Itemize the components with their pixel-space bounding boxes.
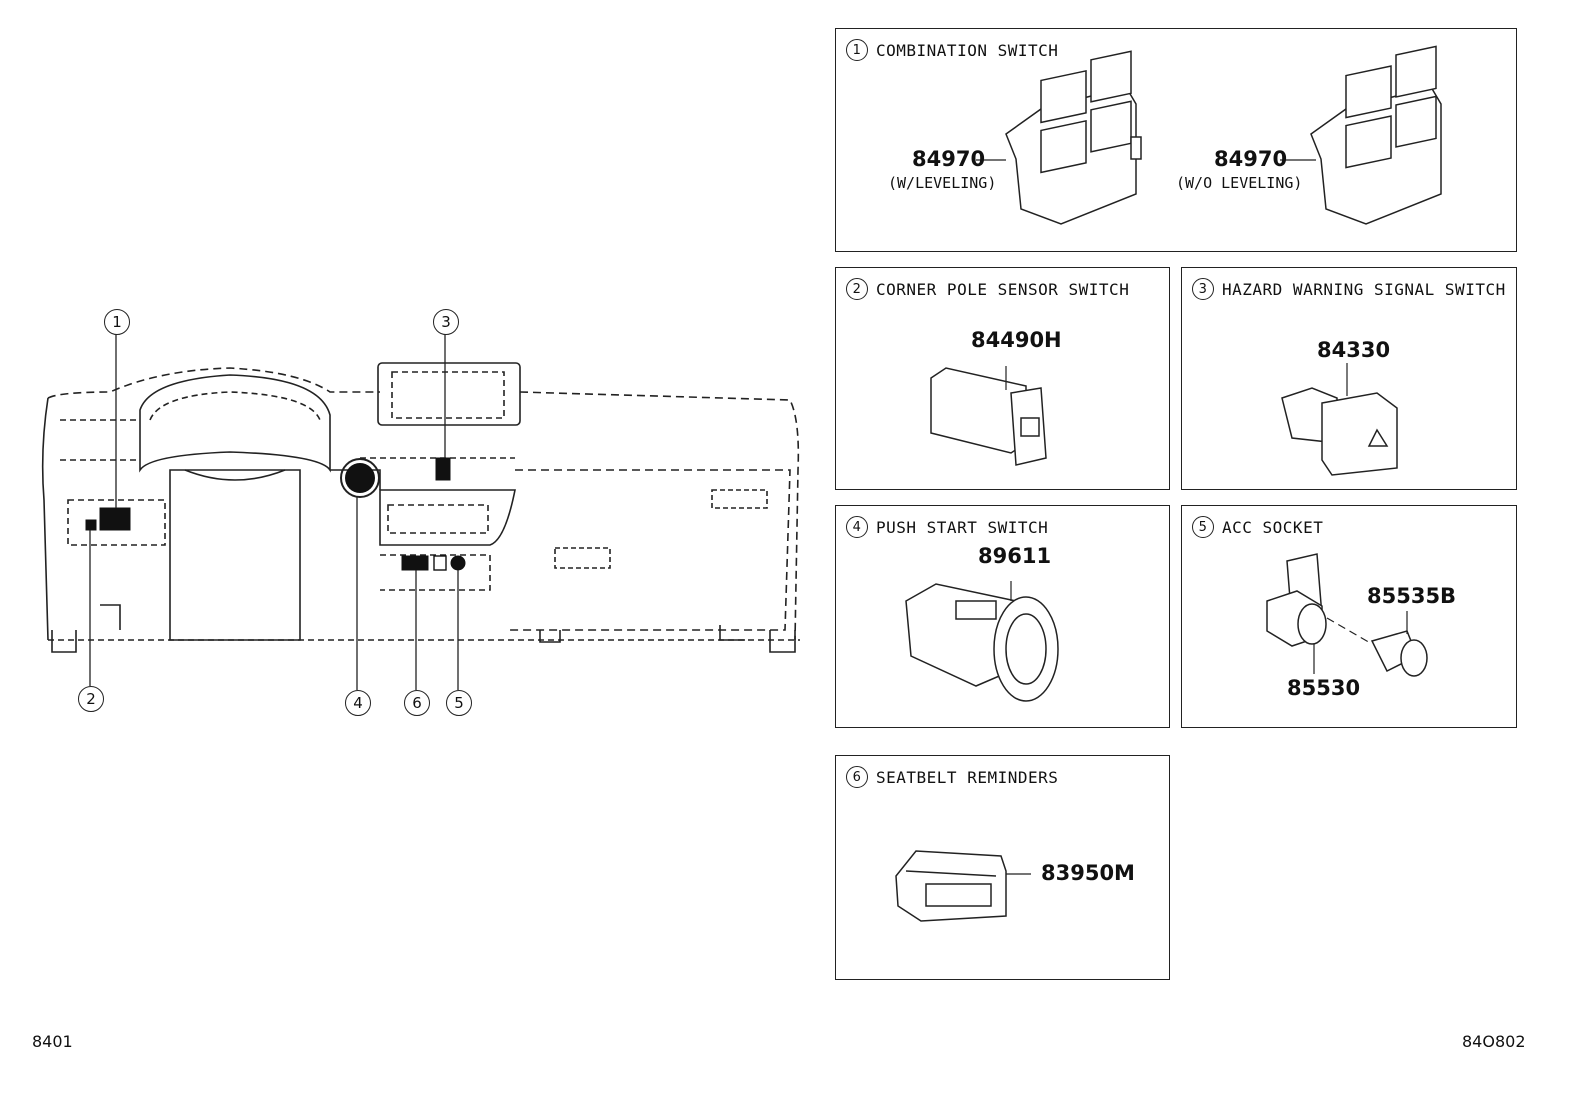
panel-push-start-switch: 4 PUSH START SWITCH 89611 [835,505,1170,728]
push-start-switch-illustration [905,581,1059,702]
panel-title: 2 CORNER POLE SENSOR SWITCH [846,278,1129,300]
panel-title: 5 ACC SOCKET [1192,516,1323,538]
panel-number: 2 [846,278,868,300]
panel-acc-socket: 5 ACC SOCKET 85535B 85530 [1181,505,1517,728]
panel-combination-switch: 1 COMBINATION SWITCH [835,28,1517,252]
panel-title-text: HAZARD WARNING SIGNAL SWITCH [1222,279,1506,299]
panel-title-text: CORNER POLE SENSOR SWITCH [876,279,1130,299]
callout-6[interactable]: 6 [404,690,430,716]
part-number-83950m[interactable]: 83950M [1041,861,1135,885]
panel-title-text: ACC SOCKET [1222,517,1324,537]
panel-title-text: COMBINATION SWITCH [876,40,1059,60]
panel-corner-pole-sensor-switch: 2 CORNER POLE SENSOR SWITCH 84490H [835,267,1170,490]
callout-5[interactable]: 5 [446,690,472,716]
acc-socket-illustration [1266,553,1428,677]
panel-title-text: PUSH START SWITCH [876,517,1049,537]
panel-seatbelt-reminders: 6 SEATBELT REMINDERS 83950M [835,755,1170,980]
part-number-85535b[interactable]: 85535B [1367,584,1457,608]
part-number-84970-leveling[interactable]: 84970 [912,147,986,171]
part-note-leveling: (W/LEVELING) [888,174,997,192]
corner-pole-switch-illustration [930,366,1047,466]
callout-3[interactable]: 3 [433,309,459,335]
panel-title: 1 COMBINATION SWITCH [846,39,1058,61]
part-note-no-leveling: (W/O LEVELING) [1176,174,1303,192]
callout-2[interactable]: 2 [78,686,104,712]
panel-title: 3 HAZARD WARNING SIGNAL SWITCH [1192,278,1506,300]
seatbelt-reminder-illustration [895,850,1031,922]
footer-code-left: 8401 [32,1032,73,1051]
panel-number: 6 [846,766,868,788]
footer-code-right: 84O802 [1462,1032,1526,1051]
part-number-84490h[interactable]: 84490H [971,328,1062,352]
part-number-84330[interactable]: 84330 [1317,338,1391,362]
callout-4[interactable]: 4 [345,690,371,716]
combination-switch-illustration [976,45,1442,225]
panel-number: 3 [1192,278,1214,300]
panel-number: 5 [1192,516,1214,538]
panel-title: 4 PUSH START SWITCH [846,516,1048,538]
part-number-84970-no-leveling[interactable]: 84970 [1214,147,1288,171]
panel-title: 6 SEATBELT REMINDERS [846,766,1058,788]
panel-hazard-warning-switch: 3 HAZARD WARNING SIGNAL SWITCH 84330 [1181,267,1517,490]
part-number-89611[interactable]: 89611 [978,544,1052,568]
callout-1[interactable]: 1 [104,309,130,335]
dashboard-illustration [41,334,800,690]
panel-number: 4 [846,516,868,538]
hazard-switch-illustration [1281,363,1398,476]
part-number-85530[interactable]: 85530 [1287,676,1361,700]
panel-title-text: SEATBELT REMINDERS [876,767,1059,787]
panel-number: 1 [846,39,868,61]
